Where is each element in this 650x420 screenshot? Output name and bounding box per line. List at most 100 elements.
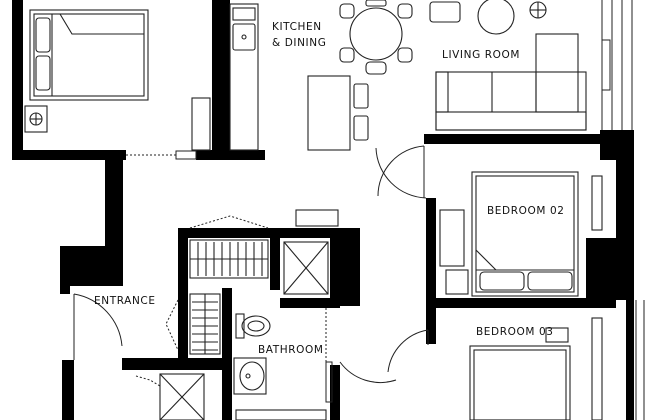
dining-table [349, 7, 403, 61]
living-furniture [429, 0, 587, 131]
hanger-lines [197, 242, 263, 276]
door-swing [375, 147, 427, 199]
shelf [295, 209, 339, 227]
wall-bed02-left [426, 198, 436, 302]
label-bathroom: BATHROOM [258, 344, 324, 356]
dining-chair [365, 0, 387, 7]
wall-shower-bottom [280, 298, 340, 308]
pillow [35, 17, 51, 53]
sliding-door-panel [175, 150, 197, 160]
basin-drain [245, 373, 251, 379]
basin [239, 361, 265, 391]
shower-cross [159, 373, 205, 420]
door-swing [339, 361, 397, 383]
wall-entrance-upper [105, 160, 123, 246]
label-entrance: ENTRANCE [94, 295, 156, 307]
desk [439, 209, 465, 267]
wall-kitchen-left [222, 0, 230, 150]
bed-duvet-corner [59, 13, 144, 35]
wall-entrance-jamb [60, 286, 70, 294]
toilet-cistern [235, 313, 245, 339]
door-swing [73, 293, 123, 347]
shower-tray [159, 373, 205, 420]
bedroom02-furniture [439, 171, 603, 297]
sink [232, 23, 256, 51]
wall-bedroom1-right [212, 0, 222, 160]
pillow [35, 55, 51, 91]
kitchen-counter [229, 3, 259, 151]
bedside-table [545, 327, 569, 343]
bedroom1-furniture [24, 9, 211, 151]
wall-bedroom1-left [12, 0, 23, 160]
wall-wardrobe-top [178, 228, 358, 238]
label-living-room: LIVING ROOM [442, 49, 520, 61]
bed [469, 345, 571, 420]
bed-inner [473, 349, 567, 420]
dining-chair [339, 47, 355, 63]
basin-counter [233, 357, 267, 395]
door-swing [135, 375, 161, 387]
kitchen-island [307, 75, 351, 151]
wall-bath-bottom [122, 358, 232, 370]
coffee-table [477, 0, 515, 35]
label-bedroom-03: BEDROOM 03 [476, 326, 554, 338]
wall-exterior-right2 [626, 300, 634, 420]
label-kitchen-line1: KITCHEN [272, 21, 322, 33]
bed-inner [475, 175, 575, 293]
wardrobe-unit [591, 175, 603, 231]
bedside-table [24, 105, 48, 133]
bed [29, 9, 149, 101]
wall-bath-right-lower [330, 365, 340, 420]
bath-rail [235, 409, 327, 420]
wardrobe-shower-bathroom [159, 209, 339, 420]
dining-chair [397, 47, 413, 63]
wardrobe-unit [191, 97, 211, 151]
shower-tray [283, 241, 329, 295]
wall-living-bottom [424, 134, 606, 144]
room-labels: KITCHEN & DINING LIVING ROOM BEDROOM 02 … [94, 21, 565, 356]
kitchen-furniture [229, 0, 413, 151]
bed-inner [33, 13, 145, 97]
walls [12, 0, 634, 420]
tap [232, 7, 256, 21]
wall-bed03-left [426, 308, 436, 344]
door-swing [387, 329, 429, 373]
toilet-seat-inner [247, 320, 265, 332]
dining-chair [365, 61, 387, 75]
bedroom03-furniture [469, 317, 603, 420]
window-frame [601, 39, 611, 91]
doors [73, 145, 429, 403]
wall-entrance-lower [62, 360, 74, 420]
wall-bath-left2 [222, 288, 232, 420]
wall-bedroom1-bottom [12, 150, 126, 160]
wall-bed02-bottom [426, 298, 616, 308]
wardrobe-unit [591, 317, 603, 420]
sink-drain [241, 34, 247, 40]
toilet-bowl [241, 315, 271, 337]
wall-bath-left [178, 288, 188, 358]
wall-wardrobe-mid [270, 238, 280, 290]
door-swing [377, 145, 425, 197]
hanger-lines [192, 301, 218, 351]
label-bedroom-02: BEDROOM 02 [487, 205, 565, 217]
pillow [527, 271, 573, 291]
wardrobe-swing [165, 299, 179, 351]
pillow [479, 271, 525, 291]
bar-stool [353, 115, 369, 141]
armchair [429, 1, 461, 23]
dining-chair [339, 3, 355, 19]
wall-wardrobe-right-block [330, 228, 360, 306]
wall-exterior-right-top [600, 130, 634, 160]
sofa [435, 71, 587, 131]
wardrobe-swing [189, 215, 269, 229]
sofa-chaise [535, 33, 579, 113]
sofa-arm [435, 71, 449, 113]
wall-bed02-right-block [586, 238, 620, 298]
dining-chair [397, 3, 413, 19]
windows [601, 0, 645, 420]
bed [471, 171, 579, 297]
bar-stool [353, 83, 369, 109]
wall-bedroom1-bottom-right [196, 150, 265, 160]
sofa-back [435, 111, 587, 131]
